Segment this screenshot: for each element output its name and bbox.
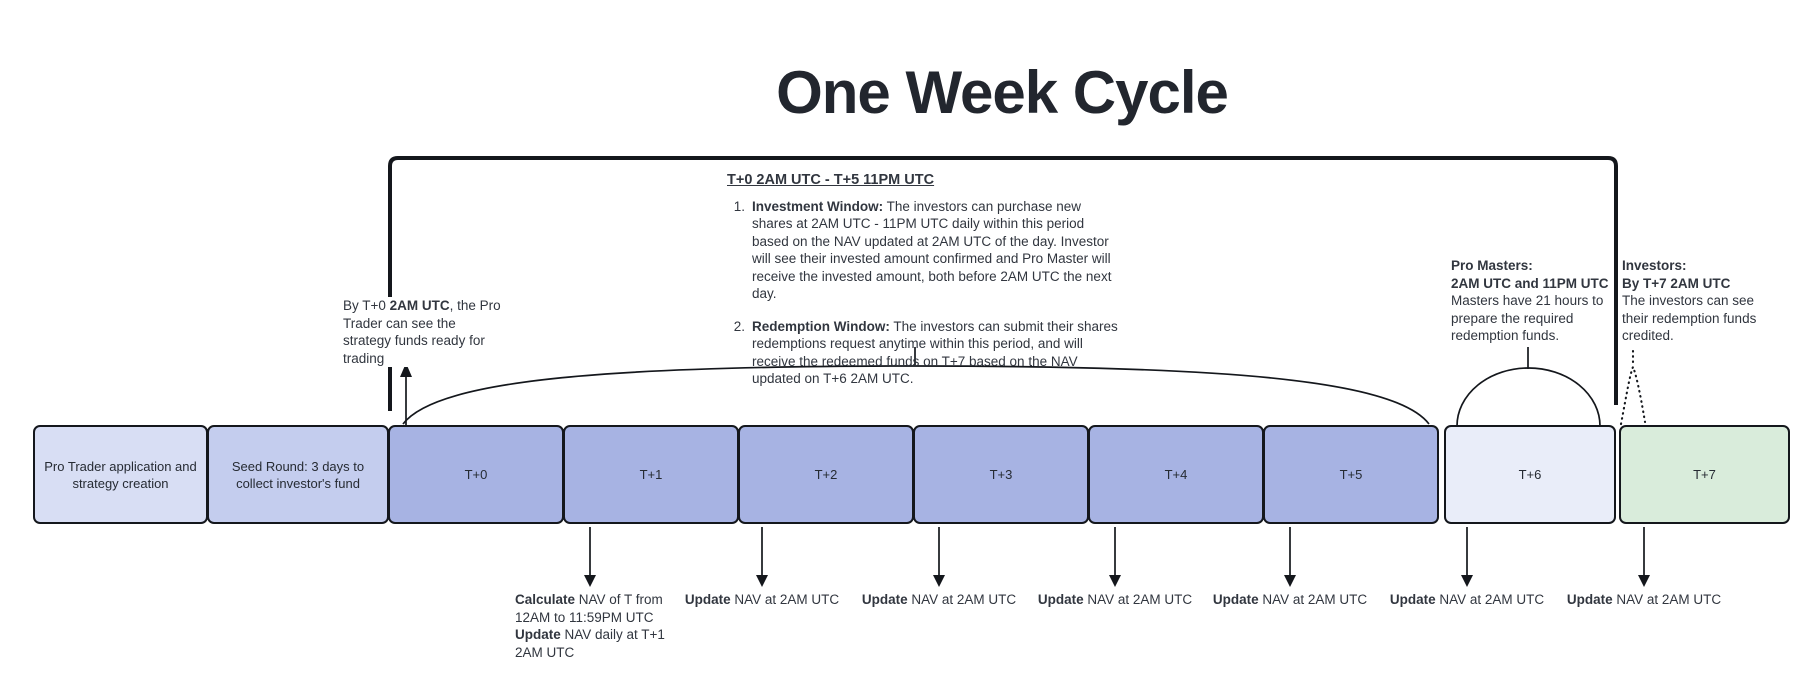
- page-title: One Week Cycle: [776, 59, 1229, 126]
- timeline-box-t4: T+4: [1088, 425, 1264, 524]
- investors-note: Investors: By T+7 2AM UTC The investors …: [1622, 257, 1784, 345]
- nav-update-label-t2: Update NAV at 2AM UTC: [684, 592, 840, 607]
- nav-update-label-t3: Update NAV at 2AM UTC: [861, 592, 1017, 607]
- pro-masters-body: Masters have 21 hours to prepare the req…: [1451, 293, 1604, 343]
- timeline-box-label: T+4: [1164, 467, 1188, 482]
- nav-arrowhead: [1461, 575, 1473, 587]
- list-item-redemption-window: 2. Redemption Window: The investors can …: [727, 318, 1127, 388]
- nav-arrowhead: [1638, 575, 1650, 587]
- nav-calc-line2: Update NAV daily at T+1 2AM UTC: [515, 627, 665, 660]
- nav-arrowhead: [1109, 575, 1121, 587]
- timeline-box-t6: T+6: [1444, 425, 1616, 524]
- nav-arrowhead: [756, 575, 768, 587]
- timeline-box-label: T+0: [464, 467, 488, 482]
- timeline-box-label: Seed Round: 3 days to collect investor's…: [231, 458, 365, 491]
- nav-update-label-t6: Update NAV at 2AM UTC: [1389, 592, 1545, 607]
- timeline-box-t5: T+5: [1263, 425, 1439, 524]
- pro-masters-subtitle: 2AM UTC and 11PM UTC: [1451, 275, 1609, 291]
- nav-update-label-t5: Update NAV at 2AM UTC: [1212, 592, 1368, 607]
- nav-update-arrows: [584, 527, 1650, 587]
- timeline-box-label: T+5: [1339, 467, 1363, 482]
- timeline-box-label: T+2: [814, 467, 838, 482]
- pro-trader-arrowhead: [400, 363, 412, 377]
- pro-masters-arc: [1456, 367, 1601, 427]
- investors-body: The investors can see their redemption f…: [1622, 293, 1757, 343]
- timeline-box-t7: T+7: [1619, 425, 1790, 524]
- timeline-box-label: T+7: [1693, 467, 1716, 482]
- timeline-box-label: T+3: [989, 467, 1013, 482]
- list-number: 1.: [733, 198, 745, 214]
- nav-arrowhead: [1284, 575, 1296, 587]
- timeline-box-seed-round: Seed Round: 3 days to collect investor's…: [207, 425, 389, 524]
- pro-masters-title: Pro Masters:: [1451, 258, 1533, 273]
- timeline-box-t3: T+3: [913, 425, 1089, 524]
- nav-update-label-t4: Update NAV at 2AM UTC: [1037, 592, 1193, 607]
- nav-update-label-t7: Update NAV at 2AM UTC: [1566, 592, 1722, 607]
- pro-trader-note: By T+0 2AM UTC, the Pro Trader can see t…: [343, 297, 507, 367]
- list-item-investment-window: 1. Investment Window: The investors can …: [727, 198, 1127, 303]
- timeline-box-label: Pro Trader application and strategy crea…: [44, 458, 197, 491]
- nav-arrowhead: [933, 575, 945, 587]
- bracket-period-heading: T+0 2AM UTC - T+5 11PM UTC: [727, 172, 935, 188]
- investors-subtitle: By T+7 2AM UTC: [1622, 275, 1731, 291]
- investors-title: Investors:: [1622, 258, 1687, 273]
- timeline-box-t1: T+1: [563, 425, 739, 524]
- cycle-bracket: [388, 156, 1618, 411]
- timeline-box-label: T+1: [639, 467, 663, 482]
- pro-masters-note: Pro Masters: 2AM UTC and 11PM UTC Master…: [1451, 257, 1609, 345]
- investors-dotted-connector: [1619, 349, 1647, 426]
- nav-calc-label: Calculate NAV of T from 12AM to 11:59PM …: [515, 591, 677, 661]
- investment-redemption-note: T+0 2AM UTC - T+5 11PM UTC 1. Investment…: [727, 172, 1127, 403]
- timeline-box-application: Pro Trader application and strategy crea…: [33, 425, 208, 524]
- list-number: 2.: [733, 318, 745, 334]
- nav-calc-line1: Calculate NAV of T from 12AM to 11:59PM …: [515, 592, 663, 625]
- investment-window-text: Investment Window: The investors can pur…: [752, 198, 1112, 302]
- nav-arrowhead: [584, 575, 596, 587]
- redemption-window-text: Redemption Window: The investors can sub…: [752, 318, 1118, 387]
- timeline-box-t2: T+2: [738, 425, 914, 524]
- timeline-box-label: T+6: [1518, 467, 1542, 482]
- timeline-box-t0: T+0: [388, 425, 564, 524]
